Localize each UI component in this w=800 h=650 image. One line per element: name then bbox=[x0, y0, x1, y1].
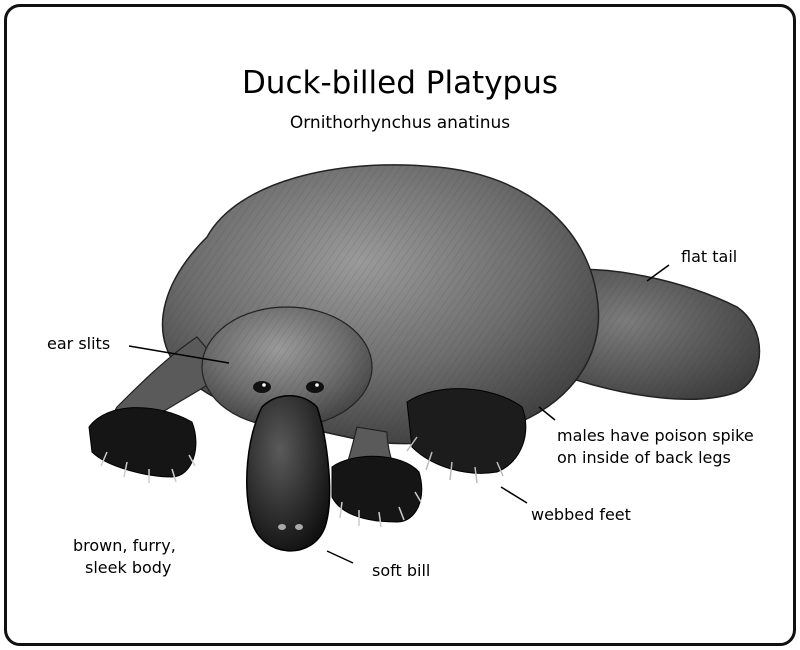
diagram-card: Duck-billed Platypus Ornithorhynchus ana… bbox=[4, 4, 796, 646]
label-poison-spike-line2: on inside of back legs bbox=[557, 447, 731, 469]
left-eye bbox=[253, 381, 271, 393]
label-body-line1: brown, furry, bbox=[73, 535, 176, 557]
back-foot bbox=[407, 389, 526, 474]
label-webbed-feet: webbed feet bbox=[531, 504, 631, 526]
leader-poison-spike bbox=[539, 407, 555, 420]
label-poison-spike-line1: males have poison spike bbox=[557, 425, 754, 447]
diagram-title: Duck-billed Platypus bbox=[7, 65, 793, 101]
label-flat-tail: flat tail bbox=[681, 246, 737, 268]
right-eye bbox=[306, 381, 324, 393]
leader-soft-bill bbox=[327, 551, 353, 563]
front-right-foot bbox=[332, 456, 422, 522]
front-left-foot bbox=[89, 408, 196, 477]
label-body-line2: sleek body bbox=[85, 557, 171, 579]
species-subtitle: Ornithorhynchus anatinus bbox=[7, 113, 793, 133]
platypus-bill bbox=[247, 396, 330, 551]
label-soft-bill: soft bill bbox=[372, 560, 430, 582]
label-ear-slits: ear slits bbox=[47, 333, 110, 355]
leader-webbed-feet bbox=[501, 487, 527, 503]
